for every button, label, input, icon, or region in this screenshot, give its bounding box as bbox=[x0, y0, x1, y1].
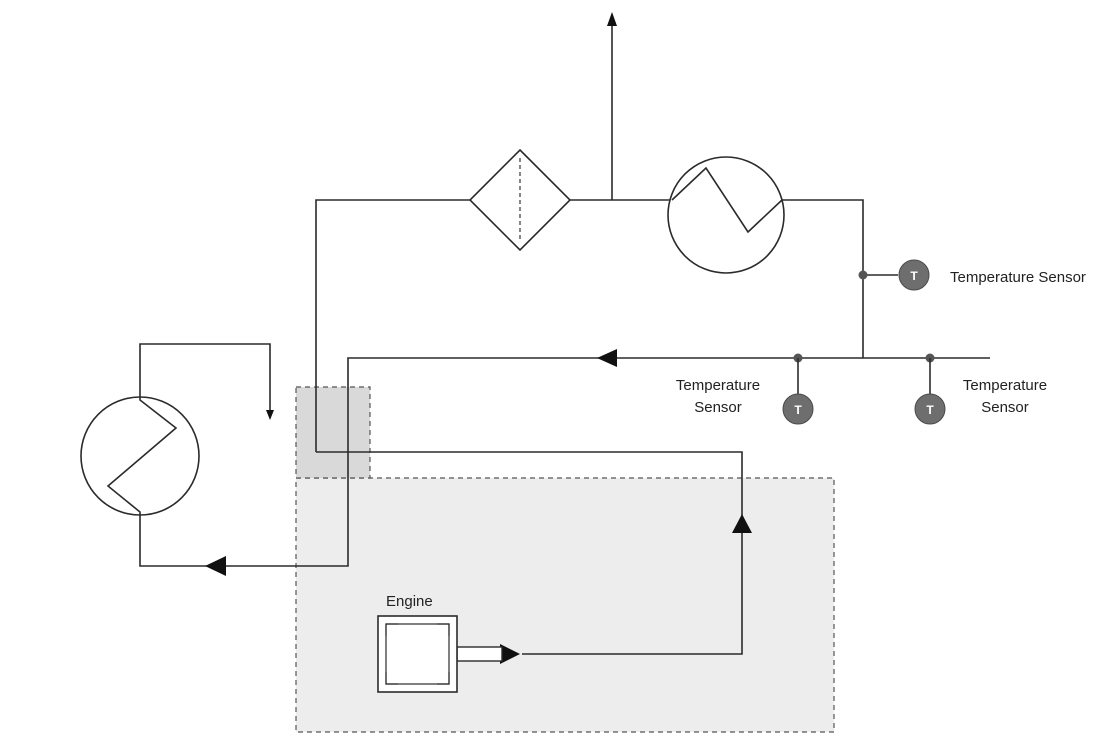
temperature-sensor-right: T bbox=[914, 353, 946, 425]
temperature-sensor-right-label-line2: Sensor bbox=[981, 399, 1029, 416]
radiator-bypass bbox=[139, 343, 274, 420]
engine-zone bbox=[295, 477, 835, 733]
top-loop-wires bbox=[315, 199, 898, 452]
return-arrow bbox=[597, 349, 617, 367]
engine-loop bbox=[316, 451, 752, 664]
sensor-badge-letter: T bbox=[794, 403, 802, 417]
overlap-zone bbox=[295, 386, 371, 479]
temperature-sensor-mid: T bbox=[782, 353, 814, 425]
temperature-sensor-mid-label-line2: Sensor bbox=[694, 399, 742, 416]
engine-block bbox=[377, 615, 458, 693]
sensor-badge-letter: T bbox=[910, 269, 918, 283]
filter-symbol bbox=[468, 148, 572, 252]
engine-up-arrow bbox=[732, 514, 752, 533]
radiator-left bbox=[80, 396, 200, 516]
vent-line bbox=[607, 12, 617, 200]
temperature-sensor-right-label-line1: Temperature bbox=[963, 377, 1047, 394]
heat-exchanger-top bbox=[667, 156, 785, 274]
radiator-in-arrow bbox=[205, 556, 226, 576]
temperature-sensor-mid-label-line1: Temperature bbox=[676, 377, 760, 394]
engine-out-arrow bbox=[500, 644, 520, 664]
sensor-badge-letter: T bbox=[926, 403, 934, 417]
temperature-sensor-top: T bbox=[858, 259, 930, 291]
engine-label: Engine bbox=[386, 593, 433, 610]
return-line bbox=[139, 349, 990, 576]
temperature-sensor-top-label: Temperature Sensor bbox=[950, 269, 1086, 286]
